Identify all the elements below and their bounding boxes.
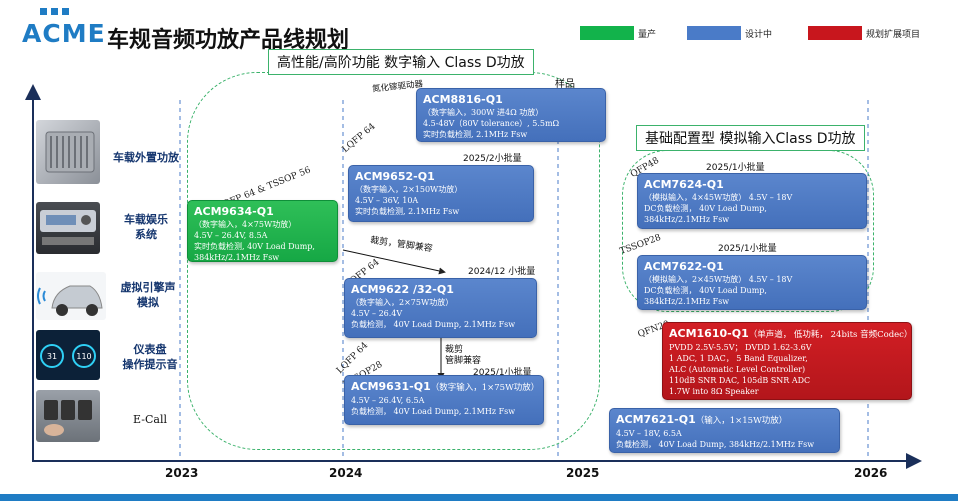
- product-name: ACM7624-Q1: [644, 178, 724, 191]
- note-derive-2a: 裁剪: [445, 345, 464, 355]
- dashboard-image: 31 110: [36, 330, 100, 380]
- app-label-ecall: E-Call: [133, 413, 167, 426]
- legend-label: 设计中: [745, 29, 773, 40]
- logo-dots: [40, 8, 69, 15]
- product-spec: 4.5V – 18V, 6.5A: [616, 429, 682, 438]
- legend-swatch-green: [580, 26, 634, 40]
- acme-logo: ACME: [22, 8, 105, 48]
- product-spec: 1.7W into 8Ω Speaker: [669, 387, 759, 396]
- product-spec: ALC (Automatic Level Controller): [669, 365, 806, 374]
- product-name: ACM9652-Q1: [355, 170, 435, 183]
- product-spec: 实时负载检测, 2.1MHz Fsw: [423, 130, 528, 139]
- product-name: ACM7622-Q1: [644, 260, 724, 273]
- product-spec: 负载检测， 40V Load Dump, 2.1MHz Fsw: [351, 320, 516, 329]
- product-spec: 4.5V – 26.4V: [351, 309, 403, 318]
- product-spec: 负载检测， 40V Load Dump, 384kHz/2.1MHz Fsw: [616, 440, 815, 449]
- product-spec: 1 ADC, 1 DAC， 5 Band Equalizer,: [669, 354, 808, 363]
- product-name: ACM8816-Q1: [423, 93, 503, 106]
- derive-arrow-1: [342, 249, 446, 275]
- year-label-2023: 2023: [165, 466, 199, 480]
- product-spec: 384kHz/2.1MHz Fsw: [194, 253, 280, 262]
- product-name-row: ACM9631-Q1（数字输入，1×75W功放）: [351, 380, 540, 395]
- note-acm9631-schedule: 2025/1小批量: [473, 368, 532, 378]
- basic-group-title: 基础配置型 模拟输入Class D功放: [636, 125, 865, 151]
- product-spec: 4.5V – 26.4V, 8.5A: [194, 231, 268, 240]
- product-spec: 384kHz/2.1MHz Fsw: [644, 215, 730, 224]
- product-spec: （数字输入，300W 进4Ω 功放）: [423, 108, 544, 117]
- product-spec: 实时负载检测, 40V Load Dump,: [194, 242, 315, 251]
- product-card-acm8816[interactable]: ACM8816-Q1 （数字输入，300W 进4Ω 功放） 4.5-48V（80…: [416, 88, 606, 142]
- product-name: ACM7621-Q1: [616, 413, 696, 426]
- product-card-acm7624[interactable]: ACM7624-Q1 （模拟输入，4×45W功放） 4.5V – 18V DC负…: [637, 173, 867, 229]
- ecall-image: [36, 390, 100, 442]
- product-subtitle: （单声道， 低功耗， 24bits 音频Codec）: [748, 330, 912, 340]
- product-spec: （模拟输入，4×45W功放） 4.5V – 18V: [644, 193, 793, 202]
- product-spec: （模拟输入，2×45W功放） 4.5V – 18V: [644, 275, 793, 284]
- product-card-acm9622[interactable]: ACM9622 /32-Q1 （数字输入，2×75W功放） 4.5V – 26.…: [344, 278, 537, 338]
- product-spec: 负载检测， 40V Load Dump, 2.1MHz Fsw: [351, 407, 516, 416]
- car-stereo-icon: [40, 210, 96, 245]
- year-label-2026: 2026: [854, 466, 888, 480]
- car-sound-icon: [37, 285, 103, 316]
- app-label-dashboard: 仪表盘 操作提示音: [122, 343, 178, 371]
- product-spec: 110dB SNR DAC, 105dB SNR ADC: [669, 376, 811, 385]
- note-derive-2b: 管脚兼容: [445, 356, 482, 366]
- product-spec: DC负载检测， 40V Load Dump,: [644, 204, 767, 213]
- product-name: ACM9634-Q1: [194, 205, 274, 218]
- product-spec: 实时负载检测, 2.1MHz Fsw: [355, 207, 460, 216]
- high-perf-group-title: 高性能/高阶功能 数字输入 Class D功放: [268, 49, 534, 75]
- legend-label: 量产: [638, 29, 657, 40]
- product-name-row: ACM1610-Q1（单声道， 低功耗， 24bits 音频Codec）: [669, 327, 911, 342]
- app-label-external-amp: 车载外置功放: [113, 151, 179, 164]
- page-title: 车规音频功放产品线规划: [107, 28, 350, 53]
- legend-in-design: 设计中: [687, 26, 772, 40]
- car-stereo-image: [36, 202, 100, 254]
- product-name: ACM9631-Q1: [351, 380, 431, 393]
- dashboard-icon: 31 110: [40, 344, 96, 368]
- logo-text: ACME: [22, 19, 106, 48]
- legend-swatch-blue: [687, 26, 741, 40]
- footer-bar: [0, 494, 958, 501]
- product-card-acm9634[interactable]: ACM9634-Q1 （数字输入，4×75W功放） 4.5V – 26.4V, …: [187, 200, 338, 262]
- car-sound-image: [36, 272, 106, 320]
- product-spec: 4.5V – 26.4V, 6.5A: [351, 396, 425, 405]
- product-spec: DC负载检测， 40V Load Dump,: [644, 286, 767, 295]
- year-label-2025: 2025: [566, 466, 600, 480]
- product-card-acm9652[interactable]: ACM9652-Q1 （数字输入，2×150W功放） 4.5V – 36V, 1…: [348, 165, 534, 222]
- product-card-acm7621[interactable]: ACM7621-Q1（输入，1×15W功放） 4.5V – 18V, 6.5A …: [609, 408, 840, 453]
- legend-mass-production: 量产: [580, 26, 656, 40]
- product-name: ACM9622 /32-Q1: [351, 283, 454, 296]
- year-label-2024: 2024: [329, 466, 363, 480]
- product-subtitle: （输入，1×15W功放）: [695, 416, 788, 426]
- legend-planned: 规划扩展项目: [808, 26, 920, 40]
- app-label-engine-sound: 虚拟引擎声 模拟: [120, 281, 176, 309]
- product-card-acm1610[interactable]: ACM1610-Q1（单声道， 低功耗， 24bits 音频Codec） PVD…: [662, 322, 912, 400]
- product-spec: 384kHz/2.1MHz Fsw: [644, 297, 730, 306]
- product-subtitle: （数字输入，1×75W功放）: [430, 383, 540, 393]
- note-acm7622-schedule: 2025/1小批量: [718, 244, 777, 254]
- product-spec: （数字输入，2×75W功放）: [351, 298, 454, 307]
- product-card-acm9631[interactable]: ACM9631-Q1（数字输入，1×75W功放） 4.5V – 26.4V, 6…: [344, 375, 544, 425]
- product-spec: PVDD 2.5V-5.5V； DVDD 1.62-3.6V: [669, 343, 812, 352]
- product-card-acm7622[interactable]: ACM7622-Q1 （模拟输入，2×45W功放） 4.5V – 18V DC负…: [637, 255, 867, 310]
- product-spec: 4.5V – 36V, 10A: [355, 196, 419, 205]
- note-acm7624-schedule: 2025/1小批量: [706, 163, 765, 173]
- note-acm9652-schedule: 2025/2小批量: [463, 154, 522, 164]
- product-name-row: ACM7621-Q1（输入，1×15W功放）: [616, 413, 833, 428]
- amplifier-icon: [45, 131, 95, 173]
- product-spec: （数字输入，4×75W功放）: [194, 220, 297, 229]
- legend-swatch-red: [808, 26, 862, 40]
- svg-text:31: 31: [47, 352, 57, 361]
- legend-label: 规划扩展项目: [866, 29, 921, 40]
- app-label-infotainment: 车载娱乐 系统: [124, 213, 168, 241]
- product-spec: 4.5-48V（80V tolerance）, 5.5mΩ: [423, 119, 560, 128]
- ecall-icon: [44, 400, 92, 436]
- note-sample: 样品: [555, 79, 575, 90]
- note-acm9622-schedule: 2024/12 小批量: [468, 267, 536, 277]
- amplifier-image: [36, 120, 100, 184]
- product-spec: （数字输入，2×150W功放）: [355, 185, 463, 194]
- svg-text:110: 110: [76, 352, 91, 361]
- product-name: ACM1610-Q1: [669, 327, 749, 340]
